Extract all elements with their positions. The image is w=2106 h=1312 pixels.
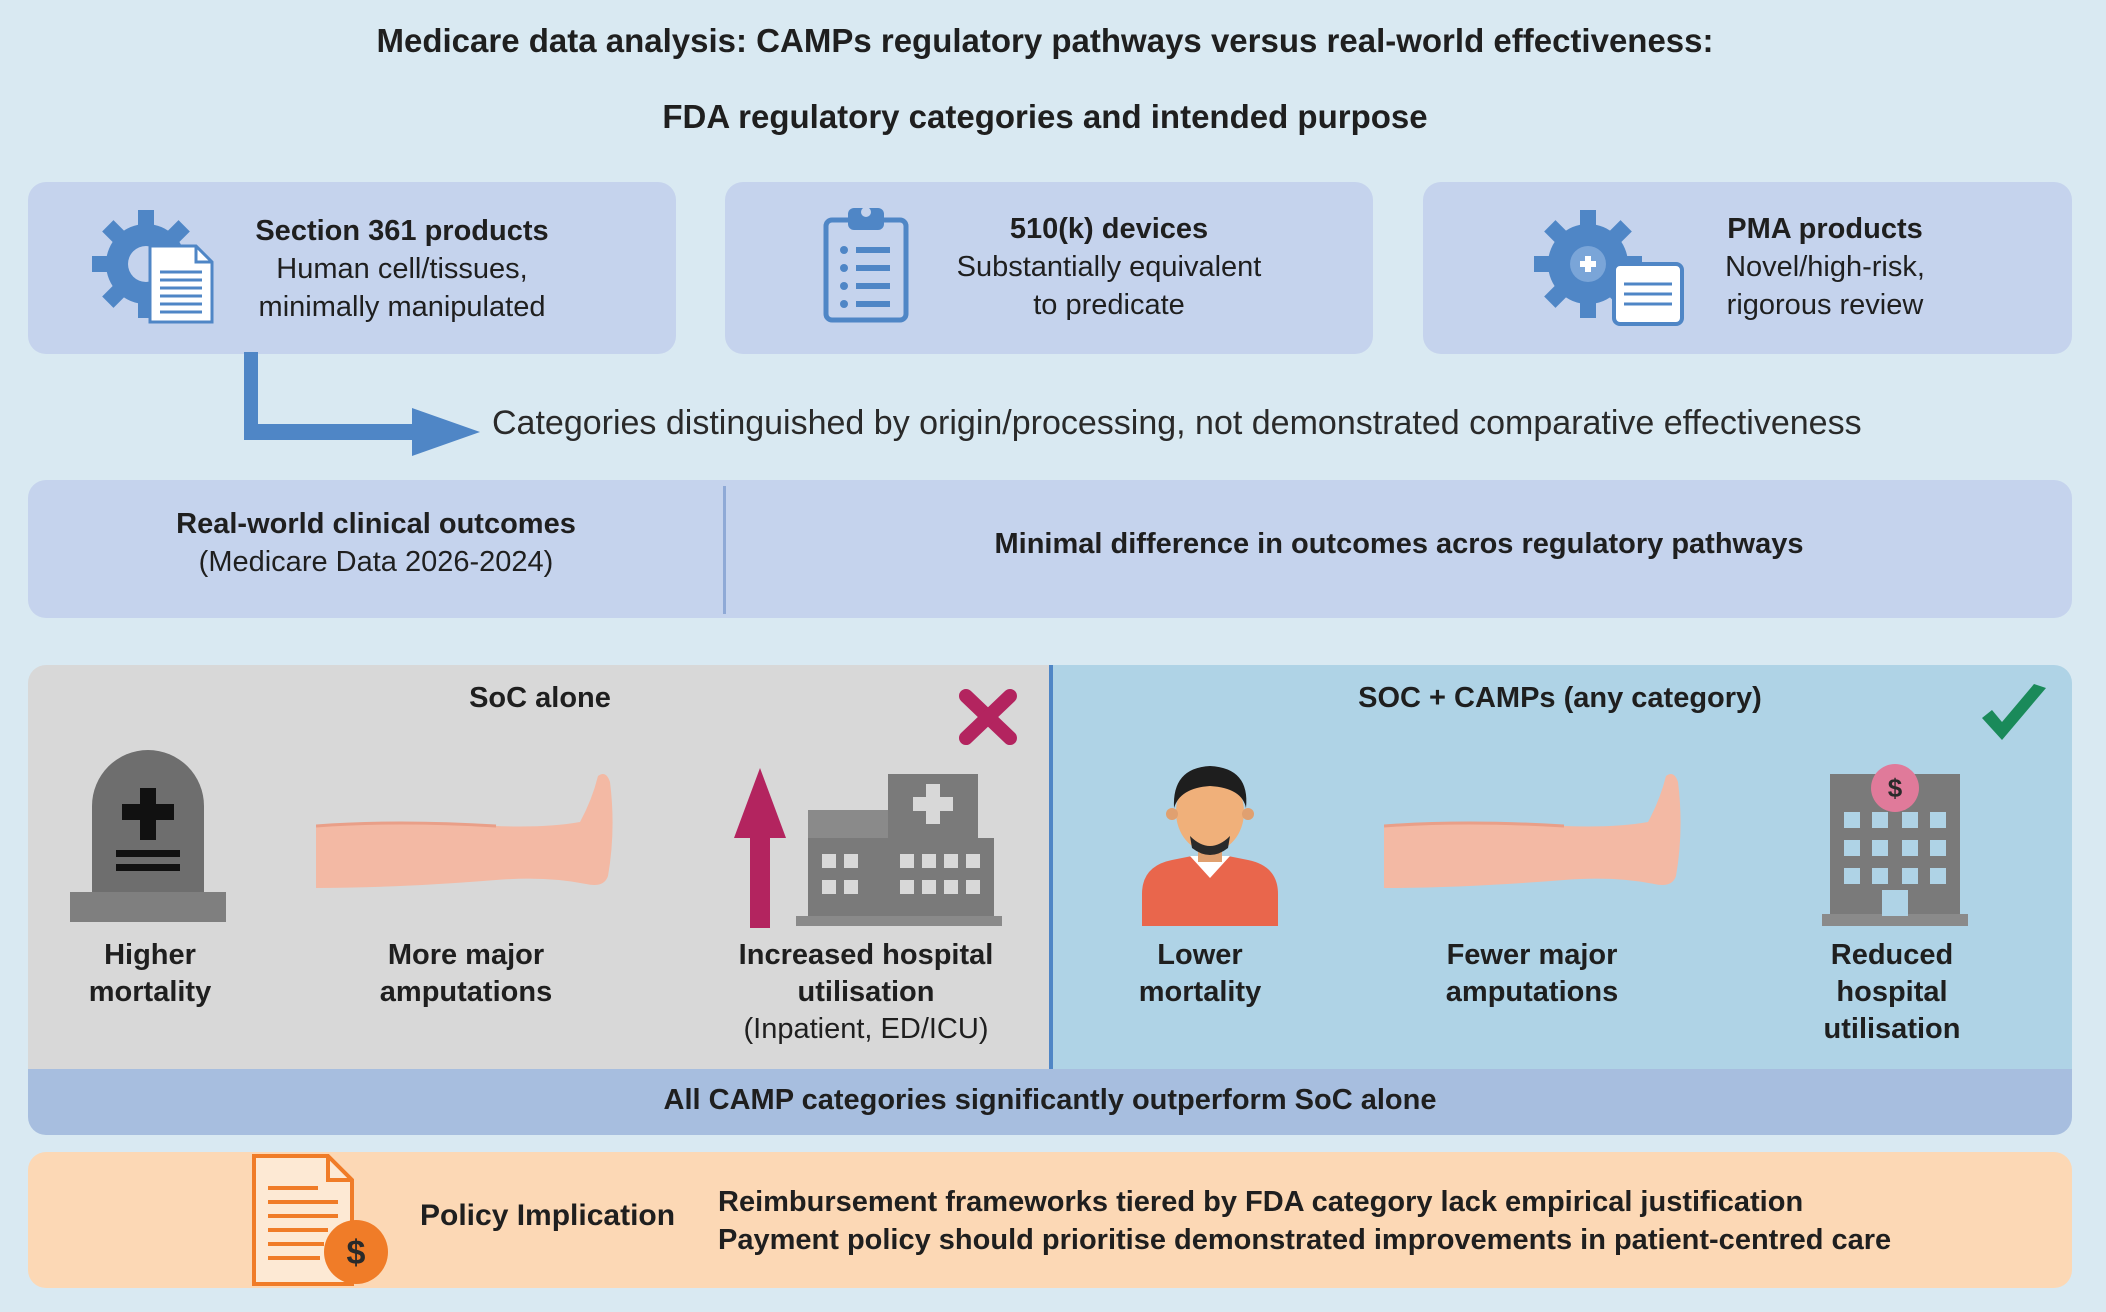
category-name-510k: 510(k) devices [1009, 213, 1209, 245]
real-world-finding: Minimal difference in outcomes acros reg… [994, 528, 1804, 560]
real-world-outcomes-box [28, 480, 2072, 618]
hospital-dollar-icon: $ [1822, 764, 1968, 926]
panel-divider [1049, 665, 1053, 1069]
outcome-line: mortality [1138, 976, 1262, 1008]
clipboard-icon [823, 207, 909, 323]
summary-text: All CAMP categories significantly outper… [663, 1084, 1437, 1116]
soc-alone-title: SoC alone [469, 682, 611, 714]
category-desc-line1: Human cell/tissues, [276, 253, 528, 285]
category-desc-line2: to predicate [1033, 289, 1185, 321]
outcome-line: More major [387, 939, 545, 971]
outcome-line: (Inpatient, ED/ICU) [743, 1013, 989, 1045]
dollar-sign: $ [347, 1234, 366, 1272]
category-desc-line2: minimally manipulated [258, 291, 546, 323]
tombstone-icon [70, 750, 226, 922]
hospital-up-arrow-icon [734, 768, 1002, 928]
page-subtitle: FDA regulatory categories and intended p… [662, 98, 1428, 135]
outcome-line: hospital [1836, 976, 1948, 1008]
connector-arrow-icon [244, 352, 480, 456]
policy-line1: Reimbursement frameworks tiered by FDA c… [718, 1186, 1804, 1218]
gear-document-icon [92, 210, 214, 324]
outcome-line: Higher [104, 939, 196, 971]
cross-mark-icon [959, 689, 1017, 745]
real-world-source: (Medicare Data 2026-2024) [198, 546, 554, 578]
page-title: Medicare data analysis: CAMPs regulatory… [376, 22, 1714, 59]
outcome-line: Lower [1157, 939, 1243, 971]
category-card-pma [1423, 182, 2072, 354]
dollar-sign: $ [1888, 773, 1903, 803]
outcome-line: amputations [1445, 976, 1619, 1008]
soc-camps-title: SOC + CAMPs (any category) [1358, 682, 1762, 714]
leg-icon [316, 774, 613, 888]
outcome-line: amputations [379, 976, 553, 1008]
category-name-pma: PMA products [1727, 213, 1923, 245]
category-desc-line1: Novel/high-risk, [1725, 251, 1925, 283]
document-dollar-icon: $ [252, 1154, 388, 1286]
leg-icon [1384, 774, 1681, 888]
summary-bar [28, 1069, 2072, 1135]
divider [723, 486, 726, 614]
outcome-line: mortality [88, 976, 212, 1008]
outcome-line: utilisation [1823, 1013, 1961, 1045]
category-desc-line2: rigorous review [1726, 289, 1924, 321]
outcome-line: Reduced [1830, 939, 1954, 971]
categories-note: Categories distinguished by origin/proce… [492, 404, 1862, 442]
policy-label: Policy Implication [420, 1199, 676, 1232]
policy-line2: Payment policy should prioritise demonst… [718, 1224, 1892, 1256]
outcome-line: Fewer major [1446, 939, 1618, 971]
outcome-line: utilisation [797, 976, 935, 1008]
outcome-line: Increased hospital [738, 939, 994, 971]
real-world-title: Real-world clinical outcomes [176, 508, 576, 540]
category-desc-line1: Substantially equivalent [956, 251, 1262, 283]
person-icon [1142, 766, 1278, 926]
category-name-section361: Section 361 products [255, 215, 549, 247]
check-mark-icon [1982, 684, 2046, 740]
gear-medical-card-icon [1534, 210, 1684, 326]
